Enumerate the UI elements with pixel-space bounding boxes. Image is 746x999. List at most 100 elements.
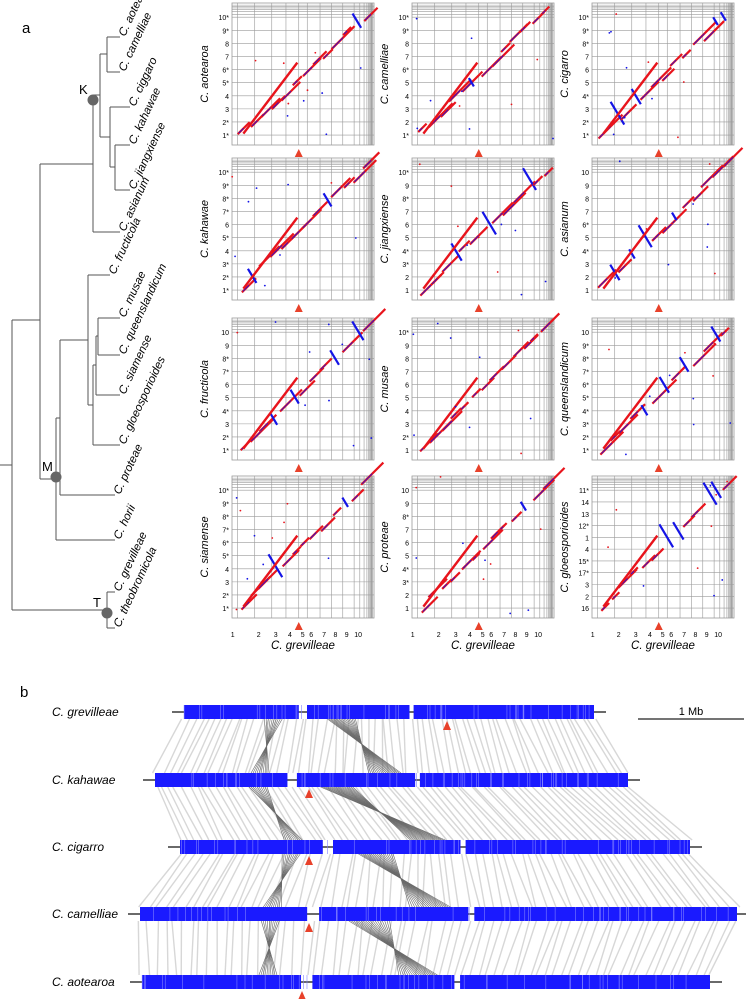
y-tick-label: 4* — [222, 409, 229, 416]
x-tick-label: 10 — [714, 632, 722, 639]
y-tick-label: 9* — [222, 28, 229, 35]
dotplot-queenslandicum: 1*2*3*4*5*6*7*8*9*10C. queenslandicum — [559, 317, 735, 472]
position-marker — [294, 464, 303, 472]
genome-track: C. kahawae — [52, 773, 640, 798]
y-tick-label: 1* — [222, 448, 229, 455]
node-k-marker — [87, 94, 99, 106]
y-tick-label: 7 — [585, 54, 589, 61]
y-tick-label: 9 — [405, 501, 409, 508]
panel-b-label: b — [20, 684, 28, 701]
y-tick-label: 9 — [225, 343, 229, 350]
y-tick-label: 10* — [218, 488, 229, 495]
x-tick-label: 7 — [322, 632, 326, 639]
dotplot-title: C. asianum — [559, 201, 571, 257]
y-tick-label: 2 — [405, 120, 409, 127]
x-tick-label: 1 — [591, 632, 595, 639]
y-tick-label: 5 — [225, 396, 229, 403]
y-tick-label: 8* — [222, 356, 229, 363]
position-marker — [294, 622, 303, 630]
y-tick-label: 3* — [222, 262, 229, 269]
y-tick-label: 5* — [222, 236, 229, 243]
y-tick-label: 4 — [225, 249, 229, 256]
y-tick-label: 2 — [585, 275, 589, 282]
x-tick-label: 8 — [513, 632, 517, 639]
position-marker — [474, 464, 483, 472]
y-tick-label: 8* — [222, 514, 229, 521]
y-tick-label: 4 — [585, 547, 589, 554]
x-tick-label: 9 — [705, 632, 709, 639]
y-tick-label: 1 — [405, 606, 409, 613]
x-tick-label: 5 — [481, 632, 485, 639]
synteny-links — [137, 718, 741, 976]
y-tick-label: 2* — [222, 120, 229, 127]
y-tick-label: 2 — [405, 593, 409, 600]
node-t-label: T — [93, 595, 101, 610]
y-tick-label: 3 — [405, 422, 409, 429]
y-tick-label: 7* — [582, 369, 589, 376]
x-tick-label: 4 — [288, 632, 292, 639]
x-axis-title: C. grevilleae — [631, 640, 695, 652]
genome-track: C. cigarro — [52, 840, 702, 865]
y-tick-label: 5 — [405, 396, 409, 403]
genome-track: C. camelliae — [52, 907, 746, 932]
position-marker — [294, 304, 303, 312]
y-tick-label: 3 — [225, 422, 229, 429]
panel-a-label: a — [22, 20, 31, 37]
y-tick-label: 13 — [581, 512, 589, 519]
y-tick-label: 17* — [578, 571, 589, 578]
y-tick-label: 7 — [225, 54, 229, 61]
x-axis-title: C. grevilleae — [271, 640, 335, 652]
y-tick-label: 3* — [582, 422, 589, 429]
y-tick-label: 9* — [222, 501, 229, 508]
x-tick-label: 9 — [345, 632, 349, 639]
x-tick-label: 7 — [682, 632, 686, 639]
x-tick-label: 6 — [669, 632, 673, 639]
y-tick-label: 5 — [585, 81, 589, 88]
y-tick-label: 6* — [582, 223, 589, 230]
x-tick-label: 9 — [525, 632, 529, 639]
taxon-label: C. proteae — [112, 443, 146, 497]
y-tick-label: 10 — [401, 488, 409, 495]
y-tick-label: 4* — [582, 94, 589, 101]
y-tick-label: 8* — [402, 514, 409, 521]
y-tick-label: 1 — [405, 288, 409, 295]
position-marker — [305, 856, 313, 865]
y-tick-label: 8* — [402, 196, 409, 203]
y-tick-label: 5 — [405, 554, 409, 561]
dotplot-title: C. musae — [379, 365, 391, 412]
y-tick-label: 10* — [578, 15, 589, 22]
x-tick-label: 6 — [489, 632, 493, 639]
y-tick-label: 6 — [405, 223, 409, 230]
y-tick-label: 10* — [398, 170, 409, 177]
y-tick-label: 8* — [582, 356, 589, 363]
y-tick-label: 2* — [582, 120, 589, 127]
y-tick-label: 14 — [581, 500, 589, 507]
y-tick-label: 2* — [402, 435, 409, 442]
y-tick-label: 3 — [225, 580, 229, 587]
x-tick-label: 2 — [257, 632, 261, 639]
y-tick-label: 7 — [405, 54, 409, 61]
x-tick-label: 2 — [617, 632, 621, 639]
node-m-marker — [50, 471, 62, 483]
dotplot-title: C. camelliae — [379, 44, 391, 105]
x-tick-label: 10 — [534, 632, 542, 639]
track-label: C. camelliae — [52, 907, 118, 921]
dotplot-kahawae: 1*2*3*45*67*8*9*10*C. kahawae — [199, 151, 381, 312]
taxon-label: C. horii — [112, 503, 138, 541]
y-tick-label: 3 — [585, 582, 589, 589]
y-tick-label: 5 — [405, 81, 409, 88]
position-marker — [474, 622, 483, 630]
track-label: C. cigarro — [52, 840, 104, 854]
y-tick-label: 4 — [405, 94, 409, 101]
y-tick-label: 1* — [582, 448, 589, 455]
y-tick-label: 2 — [405, 275, 409, 282]
y-tick-label: 5 — [405, 236, 409, 243]
position-marker — [654, 622, 663, 630]
x-tick-label: 5 — [301, 632, 305, 639]
